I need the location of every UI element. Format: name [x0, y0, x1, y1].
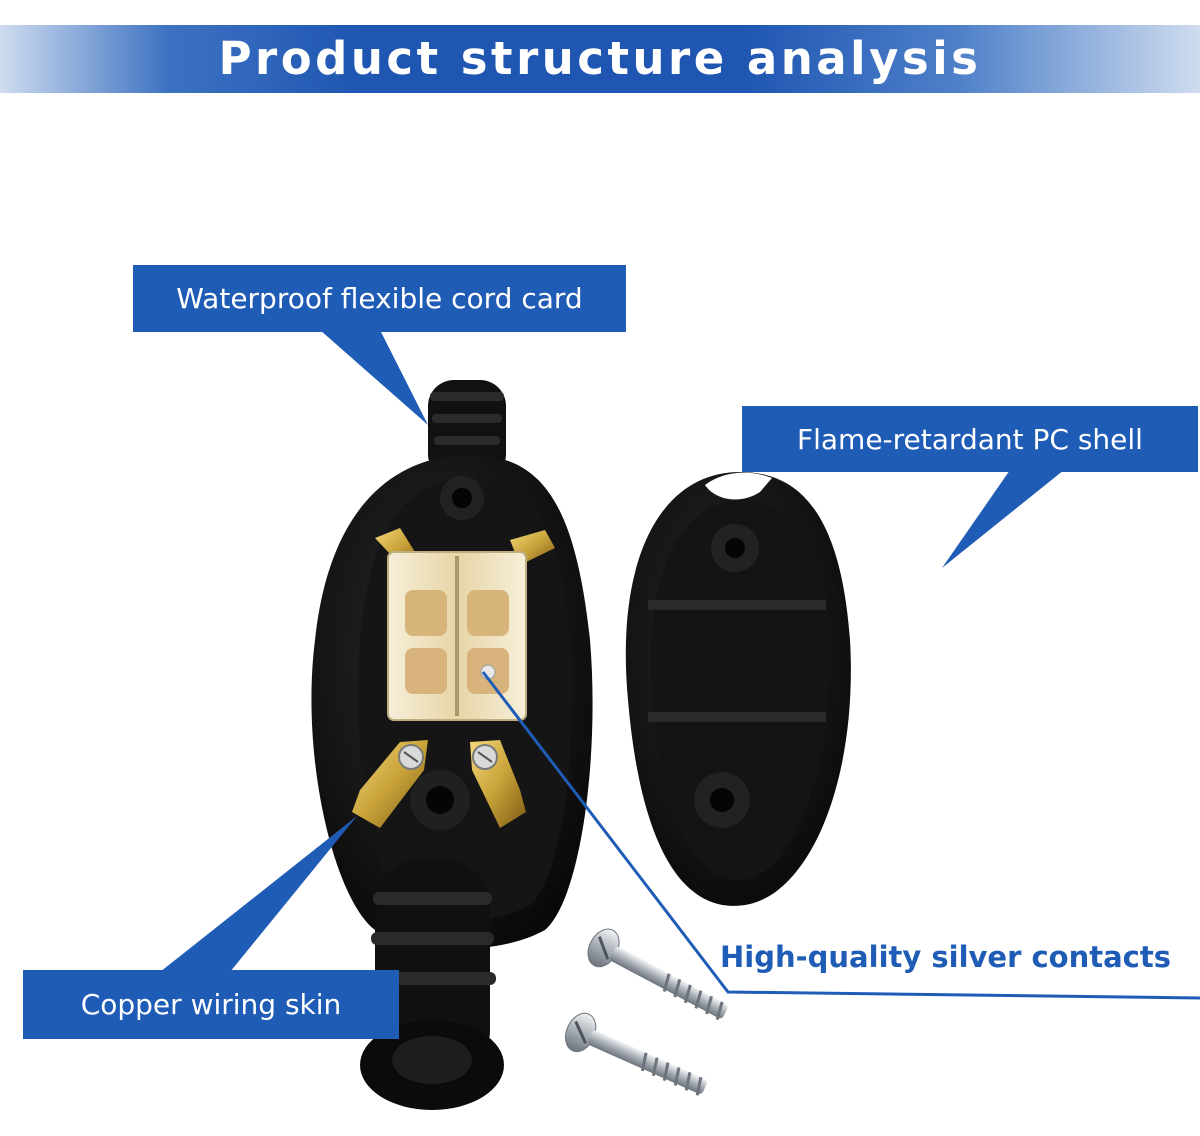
header-banner: Product structure analysis [0, 25, 1200, 93]
brass-terminal-right [470, 740, 526, 828]
bottom-cord-grommet [360, 860, 504, 1110]
top-cord-grommet [428, 380, 506, 480]
pointer-copper-skin [160, 816, 357, 972]
brass-terminal-left [352, 740, 428, 828]
callout-silver-contacts: High-quality silver contacts [720, 940, 1171, 974]
pointer-pc-shell [942, 470, 1064, 568]
cover-notch [705, 472, 772, 500]
pointer-cord-card [320, 330, 428, 425]
switch-base [311, 380, 593, 1110]
switch-contact-block [387, 551, 527, 721]
screw-upper [587, 928, 728, 1021]
callout-copper-skin: Copper wiring skin [23, 970, 399, 1039]
screw-lower [565, 1012, 707, 1096]
pc-shell-cover [625, 472, 851, 906]
cover-inner [650, 500, 829, 881]
pointer-silver-contacts [481, 671, 1200, 1000]
callout-cord-card: Waterproof flexible cord card [133, 265, 626, 332]
callout-pc-shell: Flame-retardant PC shell [742, 406, 1198, 472]
page-title: Product structure analysis [218, 32, 982, 85]
